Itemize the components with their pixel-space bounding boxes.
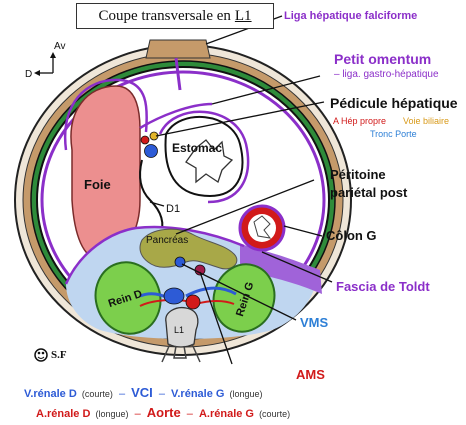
legend-aorta: Aorte bbox=[146, 405, 181, 420]
liver-peritoneum bbox=[63, 78, 149, 151]
label-author: S.F bbox=[51, 349, 67, 361]
label-right: D bbox=[25, 69, 33, 80]
label-petit-omentum: Petit omentum bbox=[334, 51, 432, 67]
legend-vein-sep-1: – bbox=[118, 388, 126, 400]
label-voie-biliaire: Voie biliaire bbox=[403, 116, 450, 126]
legend-artery-sep-2: – bbox=[186, 408, 193, 420]
label-estomac: Estomac bbox=[172, 141, 223, 155]
fascia-toldt bbox=[240, 244, 322, 294]
legend-arteries: A.rénale D (longue) – Aorte – A.rénale G… bbox=[36, 406, 290, 420]
pancreas bbox=[139, 228, 238, 270]
label-ams: AMS bbox=[296, 367, 325, 382]
hepatic-artery bbox=[140, 135, 150, 145]
legend-artery-left: A.rénale G bbox=[198, 408, 254, 420]
sternal-region bbox=[145, 39, 211, 59]
title-text: Coupe transversale en bbox=[98, 7, 231, 24]
vci bbox=[163, 287, 185, 305]
lesser-omentum bbox=[139, 102, 213, 130]
vertebra-process bbox=[161, 343, 201, 363]
label-l1: L1 bbox=[174, 325, 185, 335]
diagram-title: Coupe transversale en L1 bbox=[76, 3, 274, 29]
smv bbox=[174, 256, 186, 268]
renal-vein-left bbox=[185, 286, 237, 298]
label-anterior: Av bbox=[54, 41, 66, 52]
kidney-right bbox=[94, 261, 162, 335]
label-falciform: Liga hépatique falciforme bbox=[284, 10, 418, 22]
portal-vein bbox=[144, 144, 158, 158]
label-fascia: Fascia de Toldt bbox=[336, 279, 430, 294]
aorta bbox=[185, 294, 201, 310]
leader-peritoneum bbox=[175, 179, 315, 235]
legend-vci: VCI bbox=[131, 385, 153, 400]
leader-ams bbox=[199, 271, 233, 365]
legend-artery-right-note: (longue) bbox=[95, 409, 129, 419]
falciform-ligament bbox=[174, 57, 182, 91]
leader-pedicle bbox=[155, 101, 325, 137]
legend-artery-sep-1: – bbox=[134, 408, 141, 420]
label-vms: VMS bbox=[300, 315, 329, 330]
leader-d1 bbox=[149, 201, 165, 207]
leader-colon bbox=[283, 225, 323, 237]
legend-vein-left: V.rénale G bbox=[171, 388, 225, 400]
legend-artery-left-note: (courte) bbox=[259, 409, 291, 419]
leader-omentum bbox=[211, 75, 321, 105]
vertebra-l1 bbox=[165, 306, 199, 348]
label-d1: D1 bbox=[166, 203, 181, 215]
label-peritoine-1: Péritoine bbox=[330, 167, 386, 182]
legend-vein-left-note: (longue) bbox=[229, 389, 263, 399]
stomach-rugae bbox=[185, 139, 234, 184]
stomach-peritoneum bbox=[158, 110, 250, 204]
duodenum-d1 bbox=[139, 159, 164, 237]
colon-rugae bbox=[253, 215, 272, 239]
label-a-hep: A Hép propre bbox=[333, 116, 387, 126]
title-level: L1 bbox=[234, 7, 252, 24]
liver bbox=[70, 85, 141, 261]
legend-artery-right: A.rénale D bbox=[36, 408, 91, 420]
label-petit-omentum-sub: – liga. gastro-hépatique bbox=[334, 69, 439, 80]
author-logo-icon bbox=[34, 348, 48, 362]
legend-vein-right-note: (courte) bbox=[81, 389, 113, 399]
legend-vein-sep-2: – bbox=[158, 388, 165, 400]
label-tronc-porte: Tronc Porte bbox=[370, 129, 417, 139]
leader-fascia bbox=[261, 251, 333, 283]
label-pancreas: Pancréas bbox=[146, 235, 189, 246]
posterior-peritoneum bbox=[64, 225, 245, 285]
label-peritoine-2: pariétal post bbox=[330, 185, 408, 200]
label-colon: Côlon G bbox=[326, 228, 377, 243]
legend-veins: V.rénale D (courte) – VCI – V.rénale G (… bbox=[24, 386, 263, 400]
label-pedicule: Pédicule hépatique bbox=[330, 95, 458, 111]
label-foie: Foie bbox=[84, 177, 111, 192]
legend-vein-right: V.rénale D bbox=[24, 388, 77, 400]
